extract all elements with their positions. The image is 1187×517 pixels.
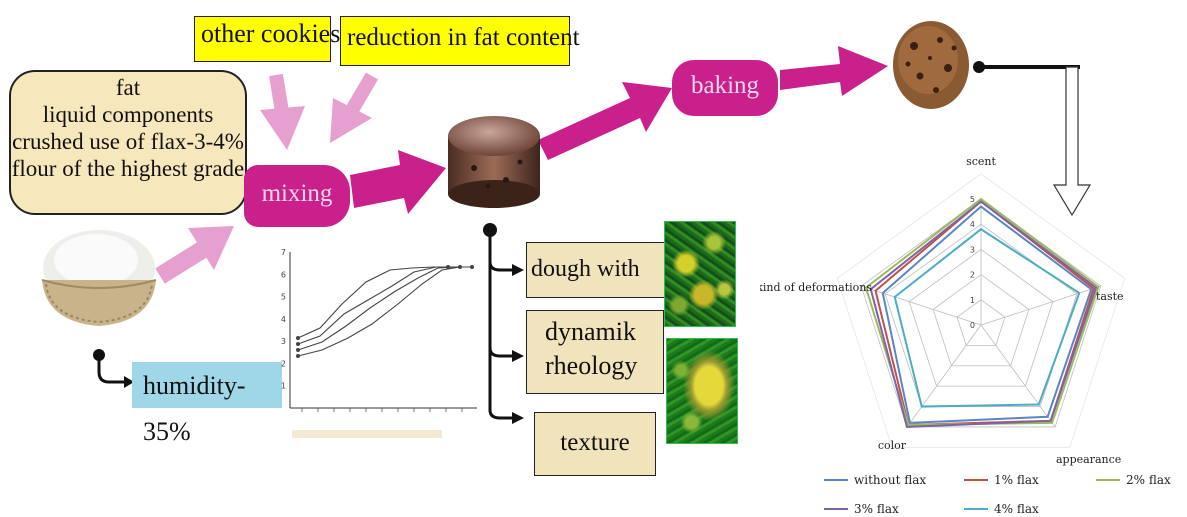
dynamic-rheology-line-2: rheology xyxy=(545,351,638,380)
radar-grid-ring xyxy=(836,173,1126,448)
dynamic-rheology-line-1: dynamik xyxy=(545,317,636,346)
rheology-curve-3 xyxy=(297,266,472,351)
radar-scale-tick: 4 xyxy=(970,220,975,229)
dough-with-flax-box: dough with flax xyxy=(526,242,666,334)
ingredient-flax: crushed use of flax-3-4% xyxy=(12,129,244,154)
radar-series-4-flax xyxy=(893,228,1081,408)
radar-grid-ring xyxy=(956,299,1006,346)
rheology-curve-4 xyxy=(297,266,472,357)
ingredient-flour: flour of the highest grade xyxy=(11,156,245,181)
radar-series-3-flax xyxy=(869,200,1098,428)
radar-label-taste: taste xyxy=(1096,290,1124,303)
pink-arrow-flour xyxy=(155,226,234,284)
rheology-markers xyxy=(296,265,474,358)
legend-without-flax: without flax xyxy=(854,473,926,487)
rheology-y-tick: 7 xyxy=(281,248,286,257)
rheology-y-tick: 6 xyxy=(281,270,286,279)
analysis-bracket xyxy=(483,223,524,424)
rheology-x-ticks xyxy=(301,408,463,412)
fat-reduction-label: reduction in fat content xyxy=(340,16,580,66)
rheology-y-tick: 3 xyxy=(281,337,286,346)
legend-1pct-flax: 1% flax xyxy=(994,473,1039,487)
radar-scale-tick: 0 xyxy=(970,321,975,330)
rheology-y-tick: 2 xyxy=(281,359,286,368)
radar-spoke xyxy=(861,285,982,326)
radar-spoke xyxy=(906,324,982,428)
radar-scale-tick: 2 xyxy=(970,271,975,280)
radar-grid xyxy=(836,173,1126,448)
legend-2pct-flax: 2% flax xyxy=(1126,473,1171,487)
radar-scale-tick: 5 xyxy=(970,195,975,204)
pink-arrow-fat-reduction xyxy=(330,72,379,143)
micrograph-rheology xyxy=(666,338,738,444)
radar-scale-ticks: 0 1 2 3 4 5 xyxy=(970,195,975,330)
radar-label-scent: scent xyxy=(966,155,996,168)
rheology-y-tick: 1 xyxy=(281,382,286,391)
radar-label-appearance: appearance xyxy=(1056,453,1121,466)
legend-4pct-flax: 4% flax xyxy=(994,502,1039,516)
rheology-curves xyxy=(297,266,472,357)
micrograph-dough-with-flax xyxy=(664,221,736,327)
dynamic-rheology-box: dynamik rheology xyxy=(526,310,664,394)
radar-series-without-flax xyxy=(881,205,1093,424)
rheology-curve-1 xyxy=(297,266,472,339)
magenta-arrow-mixing-to-dough xyxy=(350,150,446,214)
pink-arrow-other-cookies xyxy=(260,73,305,150)
cookie-bracket xyxy=(973,61,1092,217)
radar-grid-ring xyxy=(860,198,1102,428)
ingredients-box: fat liquid components crushed use of fla… xyxy=(9,70,247,215)
texture-box: texture xyxy=(534,412,656,476)
radar-label-color: color xyxy=(878,439,907,452)
radar-spoke xyxy=(980,285,1101,326)
radar-series xyxy=(864,197,1100,428)
ingredient-liquid: liquid components xyxy=(42,102,214,127)
radar-grid-ring xyxy=(932,274,1030,367)
radar-scale-tick: 1 xyxy=(970,296,975,305)
baking-step: baking xyxy=(672,60,778,116)
rheology-caption-bar xyxy=(292,430,442,438)
magenta-arrow-dough-to-baking xyxy=(538,82,672,160)
radar-spoke xyxy=(980,324,1056,428)
radar-scale-tick: 3 xyxy=(970,245,975,254)
radar-grid-ring xyxy=(908,248,1054,387)
cookie-image xyxy=(893,21,969,109)
rheology-chart: 1 2 3 4 5 6 7 xyxy=(281,248,477,438)
flour-bowl-image xyxy=(41,230,157,326)
dough-image xyxy=(448,116,540,208)
rheology-curve-2 xyxy=(297,266,472,345)
ingredient-fat: fat xyxy=(115,75,141,100)
rheology-y-tick: 5 xyxy=(281,293,286,302)
radar-chart: scent taste appearance color kind of def… xyxy=(760,155,1171,516)
other-cookies-label: other cookies xyxy=(194,16,340,62)
humidity-bracket xyxy=(93,349,134,388)
rheology-y-tick: 4 xyxy=(281,315,286,324)
magenta-arrow-baking-to-cookie xyxy=(780,46,888,96)
radar-legend: without flax 1% flax 2% flax 3% flax 4% … xyxy=(824,473,1171,516)
mixing-step: mixing xyxy=(244,165,350,227)
radar-label-deformations: kind of deformations xyxy=(760,281,872,294)
legend-3pct-flax: 3% flax xyxy=(854,502,899,516)
humidity-label: humidity- 35% xyxy=(132,362,282,446)
radar-axis-labels: scent taste appearance color kind of def… xyxy=(760,155,1124,466)
